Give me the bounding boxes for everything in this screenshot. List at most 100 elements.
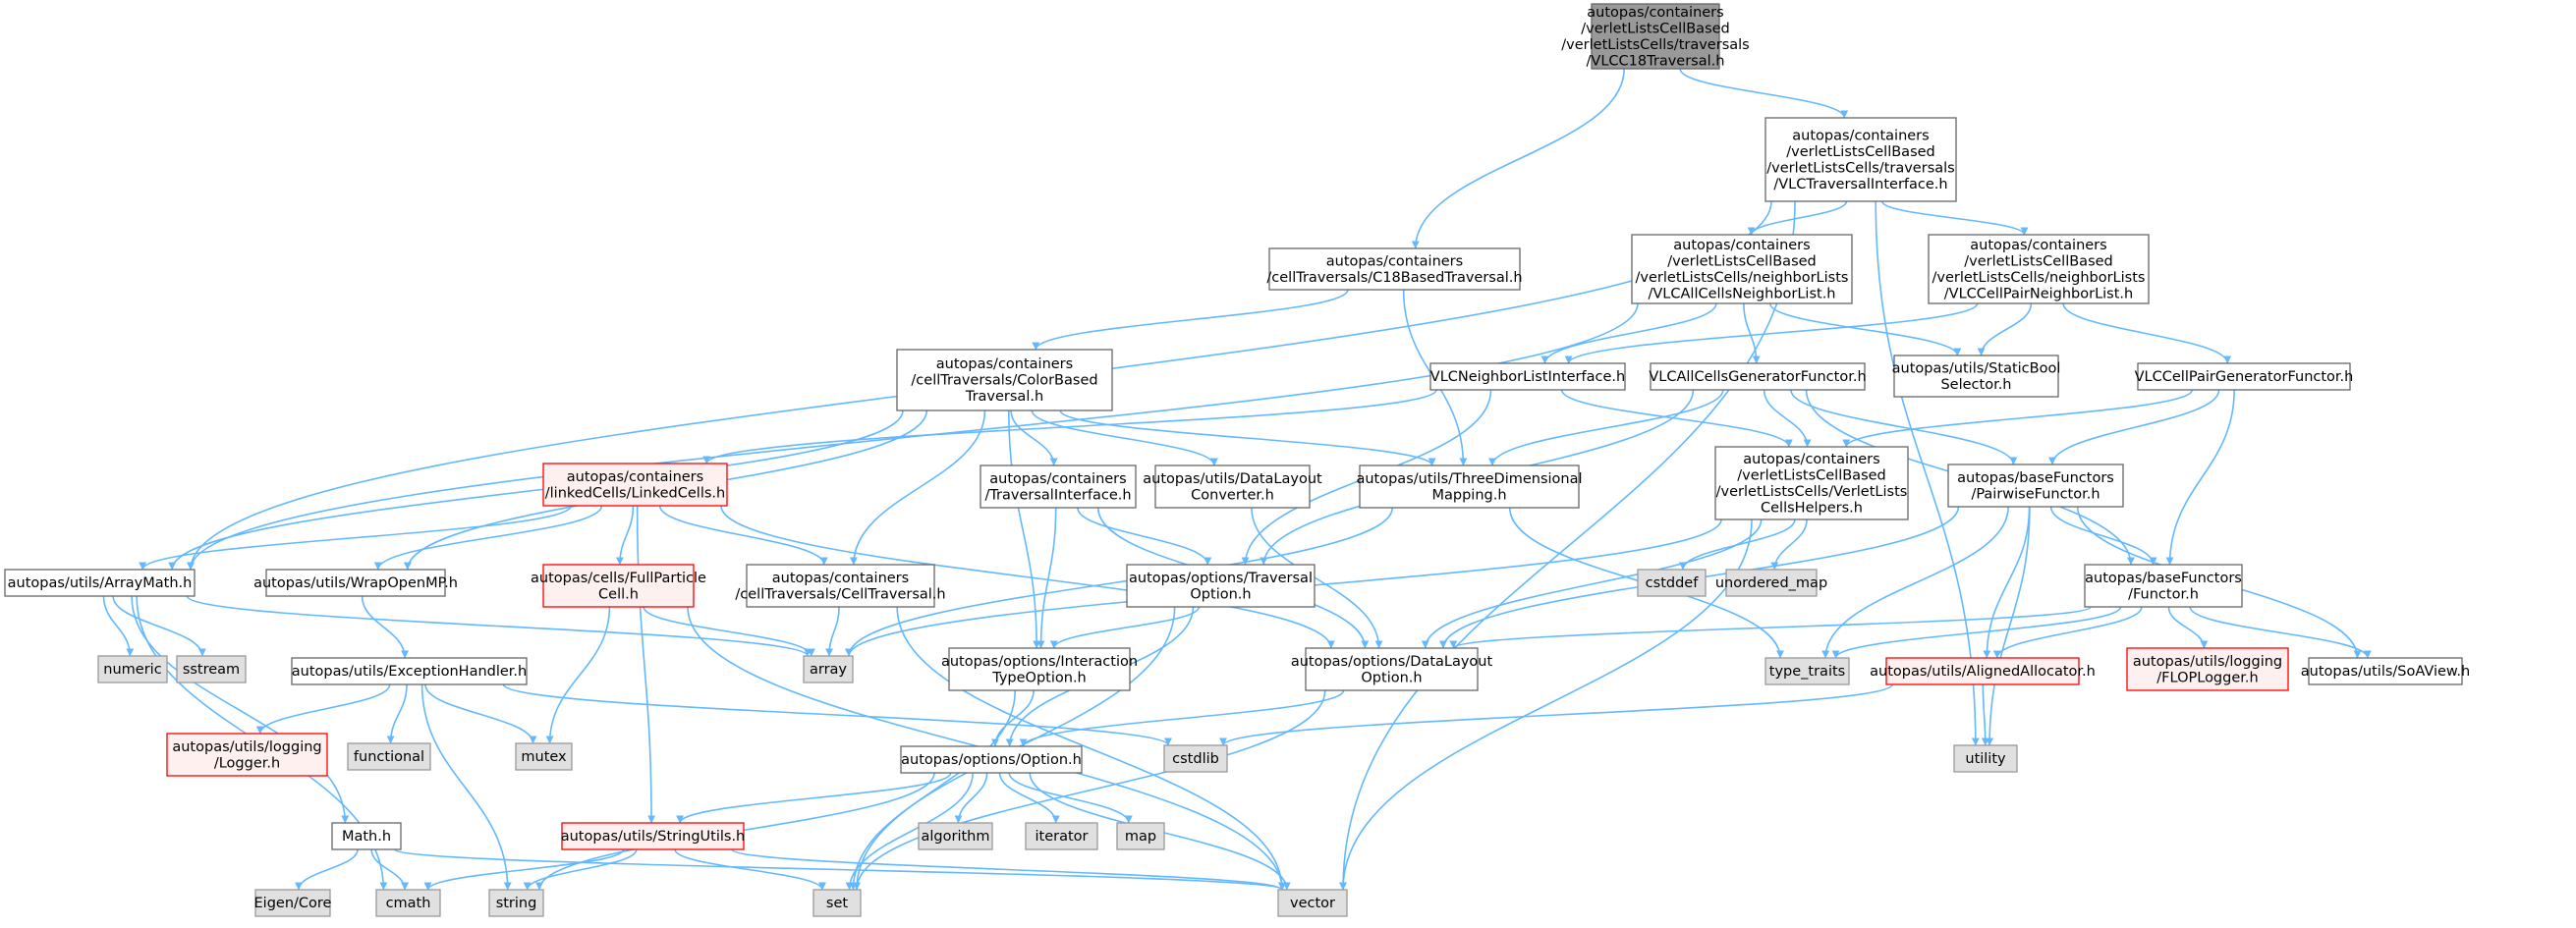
node-box: [1631, 234, 1853, 304]
node-iterator[interactable]: iterator: [1025, 822, 1098, 850]
node-label-line: Option.h: [1190, 586, 1251, 602]
node-vlcallgen[interactable]: VLCAllCellsGeneratorFunctor.h: [1649, 362, 1867, 391]
node-exception[interactable]: autopas/utils/ExceptionHandler.h: [291, 657, 528, 685]
node-label-line: autopas/options/Interaction: [941, 654, 1138, 670]
node-colorbased[interactable]: autopas/containers/cellTraversals/ColorB…: [896, 349, 1113, 411]
node-vlcall[interactable]: autopas/containers/verletListsCellBased/…: [1631, 234, 1853, 304]
node-box: [1268, 247, 1521, 291]
node-box: [1650, 362, 1866, 391]
node-box: [812, 889, 862, 917]
node-option[interactable]: autopas/options/Option.h: [900, 745, 1083, 774]
node-functional[interactable]: functional: [347, 742, 431, 771]
node-numeric[interactable]: numeric: [97, 655, 168, 683]
node-label-line: sstream: [183, 662, 240, 678]
node-box: [1126, 564, 1316, 608]
edge-colorbased-to-celltrav: [849, 409, 986, 566]
edge-pairwise-to-functor: [2049, 506, 2157, 566]
edge-option-to-set: [845, 772, 974, 891]
node-label-line: /VLCAllCellsNeighborList.h: [1648, 286, 1835, 301]
node-sstream[interactable]: sstream: [176, 655, 247, 683]
node-celltrav[interactable]: autopas/containers/cellTraversals/CellTr…: [735, 564, 946, 608]
node-label-line: unordered_map: [1715, 575, 1827, 591]
node-label-line: iterator: [1036, 829, 1089, 845]
node-aligned[interactable]: autopas/utils/AlignedAllocator.h: [1870, 657, 2096, 685]
node-cstddef[interactable]: cstddef: [1637, 569, 1707, 597]
node-stringutils[interactable]: autopas/utils/StringUtils.h: [561, 822, 746, 850]
node-label-line: autopas/utils/StaticBool: [1892, 360, 2061, 376]
node-logger[interactable]: autopas/utils/logging/Logger.h: [166, 733, 328, 777]
node-cmath[interactable]: cmath: [375, 889, 441, 917]
edge-pairwise-to-utility: [1986, 506, 2031, 746]
node-label-line: autopas/containers: [1326, 253, 1463, 269]
node-vlcpair[interactable]: autopas/containers/verletListsCellBased/…: [1928, 234, 2150, 304]
node-label-line: autopas/containers: [1743, 452, 1879, 467]
node-wrapomp[interactable]: autopas/utils/WrapOpenMP.h: [253, 569, 458, 597]
edge-root-to-vlcti: [1679, 68, 1849, 119]
node-soaview[interactable]: autopas/utils/SoAView.h: [2301, 657, 2470, 685]
node-linkedcells[interactable]: autopas/containers/linkedCells/LinkedCel…: [542, 463, 728, 507]
edge-option-to-stringutils: [676, 772, 952, 824]
node-utility[interactable]: utility: [1953, 744, 2018, 773]
node-box: [1764, 117, 1957, 202]
node-label-line: TypeOption.h: [991, 670, 1087, 685]
node-box: [1725, 569, 1818, 597]
node-floplogger[interactable]: autopas/utils/logging/FLOPLogger.h: [2126, 647, 2289, 691]
node-root[interactable]: autopas/containers/verletListsCellBased/…: [1561, 3, 1750, 70]
node-label-line: Cell.h: [598, 586, 639, 602]
node-label-line: autopas/utils/logging: [172, 739, 321, 755]
node-map[interactable]: map: [1116, 822, 1165, 850]
node-label-line: VLCNeighborListInterface.h: [1430, 369, 1625, 385]
edge-colorbased-to-traversalif: [1010, 409, 1058, 466]
node-vlcnli[interactable]: VLCNeighborListInterface.h: [1429, 362, 1626, 391]
edge-arraymath-to-array: [186, 595, 812, 657]
node-box: [2084, 564, 2243, 608]
node-vlcpairgen[interactable]: VLCCellPairGeneratorFunctor.h: [2135, 362, 2354, 391]
node-vlcti[interactable]: autopas/containers/verletListsCellBased/…: [1764, 117, 1957, 202]
node-array[interactable]: array: [803, 655, 854, 683]
node-cstdlib[interactable]: cstdlib: [1163, 744, 1228, 773]
edge-linkedcells-to-wrapomp: [373, 505, 603, 571]
edge-fullparticle-to-array: [643, 606, 815, 657]
node-math[interactable]: Math.h: [331, 822, 402, 850]
node-label-line: /verletListsCellBased: [1786, 144, 1935, 160]
node-c18[interactable]: autopas/containers/cellTraversals/C18Bas…: [1266, 247, 1523, 291]
node-box: [1637, 569, 1707, 597]
edge-exception-to-mutex: [424, 683, 537, 744]
node-box: [561, 822, 745, 850]
node-label-line: autopas/utils/SoAView.h: [2301, 664, 2470, 680]
edge-math-to-eigen: [295, 848, 359, 891]
node-set[interactable]: set: [812, 889, 862, 917]
node-eigen[interactable]: Eigen/Core: [254, 889, 332, 917]
node-type-traits[interactable]: type_traits: [1764, 657, 1850, 685]
node-functor[interactable]: autopas/baseFunctors/Functor.h: [2084, 564, 2243, 608]
edge-vlcnli-to-vlchelpers: [1560, 389, 1793, 448]
edge-arraymath-to-math: [131, 595, 350, 824]
node-box: [2308, 657, 2463, 685]
edge-arraymath-to-numeric: [102, 595, 135, 657]
node-arraymath[interactable]: autopas/utils/ArrayMath.h: [4, 569, 196, 597]
node-label-line: autopas/utils/ArrayMath.h: [8, 575, 193, 591]
node-unordered-map[interactable]: unordered_map: [1715, 569, 1827, 597]
node-label-line: VLCCellPairGeneratorFunctor.h: [2135, 369, 2354, 385]
node-traversalif[interactable]: autopas/containers/TraversalInterface.h: [980, 464, 1137, 509]
node-mutex[interactable]: mutex: [515, 742, 573, 771]
node-vector[interactable]: vector: [1277, 889, 1348, 917]
node-label-line: autopas/options/Traversal: [1129, 571, 1313, 586]
edge-threedim-to-array: [845, 507, 1393, 657]
node-box: [1714, 446, 1909, 520]
edge-option-to-iterator: [998, 772, 1060, 824]
node-vlchelpers[interactable]: autopas/containers/verletListsCellBased/…: [1714, 446, 1909, 520]
edge-vlcpairgen-to-functor: [2165, 389, 2235, 566]
node-pairwise[interactable]: autopas/baseFunctors/PairwiseFunctor.h: [1947, 464, 2124, 508]
edge-exception-to-logger: [255, 683, 391, 735]
node-label-line: /verletListsCellBased: [1667, 253, 1817, 269]
node-algorithm[interactable]: algorithm: [918, 822, 993, 850]
node-string[interactable]: string: [488, 889, 544, 917]
